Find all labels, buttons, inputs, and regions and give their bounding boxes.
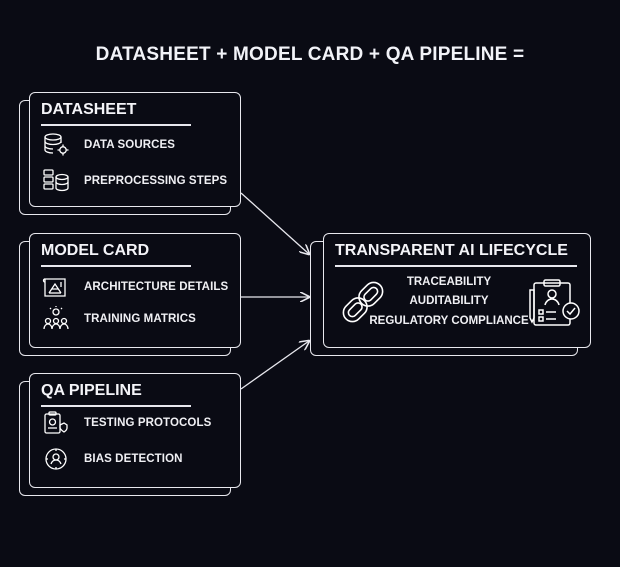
model-card-card: MODEL CARD ARCHITECTURE DETAILS T xyxy=(29,233,241,348)
datasheet-item-data-sources: DATA SOURCES xyxy=(42,133,175,157)
datasheet-item-preprocessing: PREPROCESSING STEPS xyxy=(42,169,227,193)
clipboard-gear-icon xyxy=(42,411,70,435)
qa-pipeline-item-label: BIAS DETECTION xyxy=(84,453,183,465)
qa-pipeline-title: QA PIPELINE xyxy=(41,382,142,399)
qa-pipeline-item-testing: TESTING PROTOCOLS xyxy=(42,411,211,435)
qa-pipeline-rule xyxy=(41,405,191,407)
blueprint-icon xyxy=(42,275,70,299)
arrow-datasheet xyxy=(240,192,309,254)
model-card-title: MODEL CARD xyxy=(41,242,150,259)
diagram-title: DATASHEET + MODEL CARD + QA PIPELINE = xyxy=(95,44,525,65)
chain-link-icon xyxy=(335,278,391,331)
datasheet-item-label: PREPROCESSING STEPS xyxy=(84,175,228,187)
lifecycle-item-regulatory: REGULATORY COMPLIANCE xyxy=(369,315,529,327)
lifecycle-rule xyxy=(335,265,577,267)
database-gear-icon xyxy=(42,133,70,157)
model-card-item-architecture: ARCHITECTURE DETAILS xyxy=(42,275,228,299)
arrow-qa-pipeline xyxy=(240,341,309,390)
team-idea-icon xyxy=(42,306,70,331)
datasheet-card: DATASHEET DATA SOURCES P xyxy=(29,92,241,207)
lifecycle-card: TRANSPARENT AI LIFECYCLE TRACEABILITY AU… xyxy=(323,233,591,348)
qa-pipeline-card: QA PIPELINE TESTING PROTOCOLS BIAS DETEC… xyxy=(29,373,241,488)
model-card-rule xyxy=(41,265,191,267)
model-card-item-label: TRAINING MATRICS xyxy=(84,313,196,325)
lifecycle-title: TRANSPARENT AI LIFECYCLE xyxy=(335,242,568,259)
server-database-icon xyxy=(42,169,70,193)
bias-scan-icon xyxy=(42,447,70,471)
model-card-item-training: TRAINING MATRICS xyxy=(42,306,196,331)
lifecycle-item-auditability: AUDITABILITY xyxy=(409,295,489,307)
qa-pipeline-item-label: TESTING PROTOCOLS xyxy=(84,417,212,429)
datasheet-title: DATASHEET xyxy=(41,101,137,118)
model-card-item-label: ARCHITECTURE DETAILS xyxy=(84,281,229,293)
checklist-approval-icon xyxy=(528,278,582,333)
lifecycle-item-traceability: TRACEABILITY xyxy=(406,276,492,288)
datasheet-item-label: DATA SOURCES xyxy=(84,139,176,151)
qa-pipeline-item-bias: BIAS DETECTION xyxy=(42,447,183,471)
datasheet-rule xyxy=(41,124,191,126)
